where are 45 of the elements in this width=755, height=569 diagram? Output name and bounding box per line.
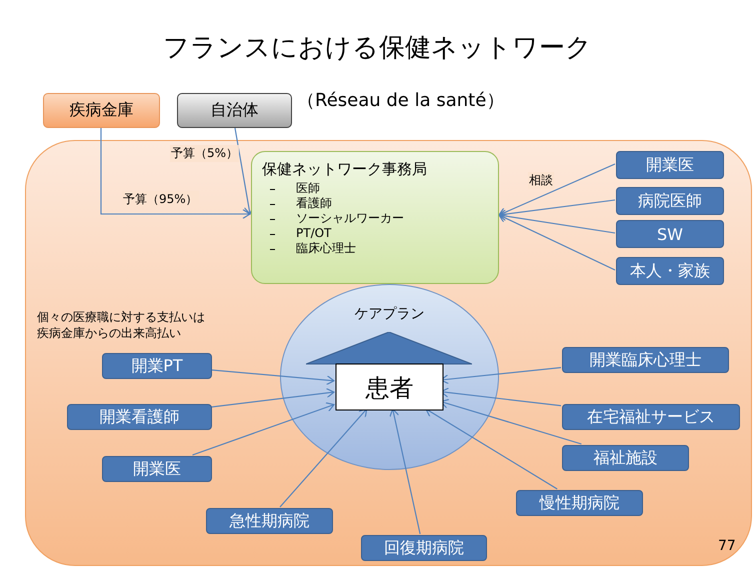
network-area [25, 140, 752, 566]
provider-box: 開業PT [102, 353, 212, 379]
patient-label: 患者 [364, 372, 414, 404]
arrow [234, 128, 254, 215]
arrow [389, 408, 421, 534]
provider-box: SW [616, 220, 724, 248]
box-heading: 保健ネットワーク事務局 [262, 160, 428, 179]
funder-box: 自治体 [177, 93, 292, 128]
arrow [210, 369, 335, 386]
arrow [280, 408, 368, 508]
list-item: PT/OT [262, 226, 488, 241]
funder-box: 疾病金庫 [43, 93, 160, 128]
arrow [498, 199, 616, 220]
provider-box: 開業臨床心理士 [562, 347, 729, 373]
provider-box: 本人・家族 [616, 257, 724, 285]
provider-box: 急性期病院 [206, 508, 333, 534]
arrow [425, 408, 558, 490]
provider-box: 慢性期病院 [516, 490, 643, 516]
title: フランスにおける保健ネットワーク [162, 32, 593, 65]
subtitle: （Réseau de la santé） [297, 89, 504, 112]
arrow [498, 211, 616, 234]
provider-box: 開業医 [102, 456, 212, 482]
edge-label: 予算（95%） [122, 191, 199, 208]
provider-box: 回復期病院 [361, 535, 487, 561]
note-text: 個々の医療職に対する支払いは疾病金庫からの出来高払い [37, 309, 206, 341]
page-number: 77 [718, 538, 736, 554]
provider-box: 開業医 [616, 151, 724, 179]
circle-heading: ケアプラン [354, 305, 426, 323]
list-item: 臨床心理士 [262, 241, 488, 256]
edge-label: 相談 [528, 172, 554, 189]
arrow [210, 388, 335, 408]
list-item: 医師 [262, 181, 488, 196]
arrow [192, 402, 335, 456]
provider-box: 福祉施設 [562, 445, 689, 471]
provider-box: 開業看護師 [67, 404, 212, 430]
arrow [100, 128, 251, 219]
office-box [251, 151, 499, 284]
patient-house [306, 332, 472, 412]
provider-box: 病院医師 [616, 187, 724, 215]
list-item: ソーシャルワーカー [262, 211, 488, 226]
arrow [498, 164, 616, 217]
edge-label: 予算（5%） [170, 145, 240, 162]
list-item: 看護師 [262, 196, 488, 211]
arrow [498, 213, 616, 270]
provider-box: 在宅福祉サービス [562, 404, 740, 430]
